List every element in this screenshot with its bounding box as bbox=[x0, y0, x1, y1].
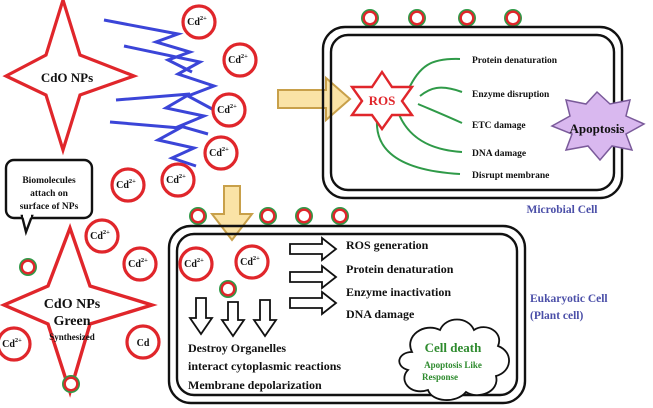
callout-line-2: attach on bbox=[30, 189, 68, 199]
svg-text:Cd2+: Cd2+ bbox=[184, 257, 204, 270]
green-nanoparticle bbox=[456, 7, 478, 29]
eukaryotic-cell: ROS generation Protein denaturation Enzy… bbox=[167, 224, 608, 405]
cd-ion: Cd2+ bbox=[234, 244, 270, 280]
cd-ion: Cd2+ bbox=[178, 246, 214, 282]
svg-text:Cd: Cd bbox=[137, 338, 150, 349]
callout-line-1: Biomolecules bbox=[22, 176, 76, 186]
green-nanoparticle bbox=[257, 205, 279, 227]
lightning-bolt-4 bbox=[109, 120, 199, 168]
biomolecule-callout: Biomolecules attach on surface of NPs bbox=[4, 158, 94, 237]
svg-text:Cd2+: Cd2+ bbox=[166, 173, 186, 186]
lightning-bolt-1 bbox=[103, 18, 195, 74]
cd-ion: Cd2+ bbox=[181, 4, 217, 40]
ros-label: ROS bbox=[369, 93, 396, 108]
cd-ion: Cd2+ bbox=[122, 246, 158, 282]
arrow-to-eukaryotic bbox=[209, 185, 255, 242]
svg-text:Cd2+: Cd2+ bbox=[217, 103, 237, 116]
apoptosis-label: Apoptosis bbox=[570, 121, 625, 136]
microbial-effect: Enzyme disruption bbox=[472, 90, 550, 100]
svg-text:Cd2+: Cd2+ bbox=[128, 257, 148, 270]
svg-text:Cd2+: Cd2+ bbox=[209, 146, 229, 159]
apoptosis-burst: Apoptosis bbox=[550, 90, 646, 162]
microbial-cell: ROS Protein denaturation Enzyme disrupti… bbox=[321, 25, 646, 216]
svg-text:Cd2+: Cd2+ bbox=[240, 255, 260, 268]
eukaryotic-consequence: Destroy Organelles bbox=[188, 341, 286, 355]
microbial-effect: Disrupt membrane bbox=[472, 171, 549, 181]
eukaryotic-effect: ROS generation bbox=[346, 238, 429, 252]
cd-ion: Cd2+ bbox=[160, 162, 196, 198]
eukaryotic-consequence: interact cytoplasmic reactions bbox=[188, 359, 341, 373]
microbial-effect: DNA damage bbox=[472, 149, 526, 159]
cdo-nps-star-label: CdO NPs bbox=[41, 70, 93, 85]
green-nanoparticle bbox=[217, 278, 239, 300]
green-nanoparticle bbox=[17, 256, 39, 278]
green-star-line-1: CdO NPs bbox=[44, 297, 101, 312]
eukaryotic-cell-title: Eukaryotic Cell bbox=[530, 293, 608, 305]
svg-text:Cd2+: Cd2+ bbox=[2, 337, 22, 350]
green-nanoparticle bbox=[502, 7, 524, 29]
cd-ion: Cd2+ bbox=[211, 92, 247, 128]
green-star-line-3: Synthesized bbox=[49, 332, 95, 342]
microbial-cell-title: Microbial Cell bbox=[526, 204, 597, 216]
svg-text:Cd2+: Cd2+ bbox=[228, 53, 248, 66]
eukaryotic-consequence: Membrane depolarization bbox=[188, 378, 322, 392]
cell-death-cloud: Cell death Apoptosis Like Response bbox=[398, 318, 510, 401]
cd-ions: Cd2+ Cd2+ Cd2+ Cd2+ Cd2+ Cd2+ Cd2+ Cd2+ bbox=[0, 4, 270, 362]
eukaryotic-effect: DNA damage bbox=[346, 307, 415, 321]
cd-ion: Cd2+ bbox=[84, 218, 120, 254]
green-nanoparticle bbox=[60, 373, 82, 395]
cell-death-title: Cell death bbox=[425, 340, 482, 355]
arrow-to-microbial bbox=[277, 75, 352, 123]
eukaryotic-cell-subtitle: (Plant cell) bbox=[530, 310, 583, 322]
green-nanoparticle bbox=[293, 205, 315, 227]
ros-star: ROS bbox=[349, 69, 415, 132]
green-nanoparticle bbox=[406, 7, 428, 29]
eukaryotic-effect: Enzyme inactivation bbox=[346, 285, 451, 299]
green-nanoparticle bbox=[187, 205, 209, 227]
cd-ion: Cd2+ bbox=[0, 326, 32, 362]
lightning-bolts bbox=[103, 18, 219, 168]
svg-text:Cd2+: Cd2+ bbox=[116, 178, 136, 191]
cd-ion: Cd2+ bbox=[203, 135, 239, 171]
green-star-line-2: Green bbox=[53, 314, 90, 329]
lightning-bolt-3 bbox=[115, 92, 210, 136]
green-nanoparticle bbox=[359, 7, 381, 29]
cd-ion-plain: Cd bbox=[125, 324, 161, 360]
cd-ion: Cd2+ bbox=[110, 167, 146, 203]
cd-ion: Cd2+ bbox=[222, 42, 258, 78]
cell-death-sub-2: Response bbox=[422, 372, 458, 382]
callout-line-3: surface of NPs bbox=[20, 202, 79, 212]
svg-text:Cd2+: Cd2+ bbox=[90, 229, 110, 242]
svg-text:Cd2+: Cd2+ bbox=[187, 15, 207, 28]
cdo-nps-star: CdO NPs bbox=[2, 0, 139, 156]
eukaryotic-effect: Protein denaturation bbox=[346, 262, 454, 276]
microbial-effect: Protein denaturation bbox=[472, 56, 558, 66]
cell-death-sub-1: Apoptosis Like bbox=[424, 360, 482, 370]
lightning-bolt-2 bbox=[123, 44, 219, 112]
microbial-effect: ETC damage bbox=[472, 121, 526, 131]
green-nanoparticle bbox=[329, 205, 351, 227]
